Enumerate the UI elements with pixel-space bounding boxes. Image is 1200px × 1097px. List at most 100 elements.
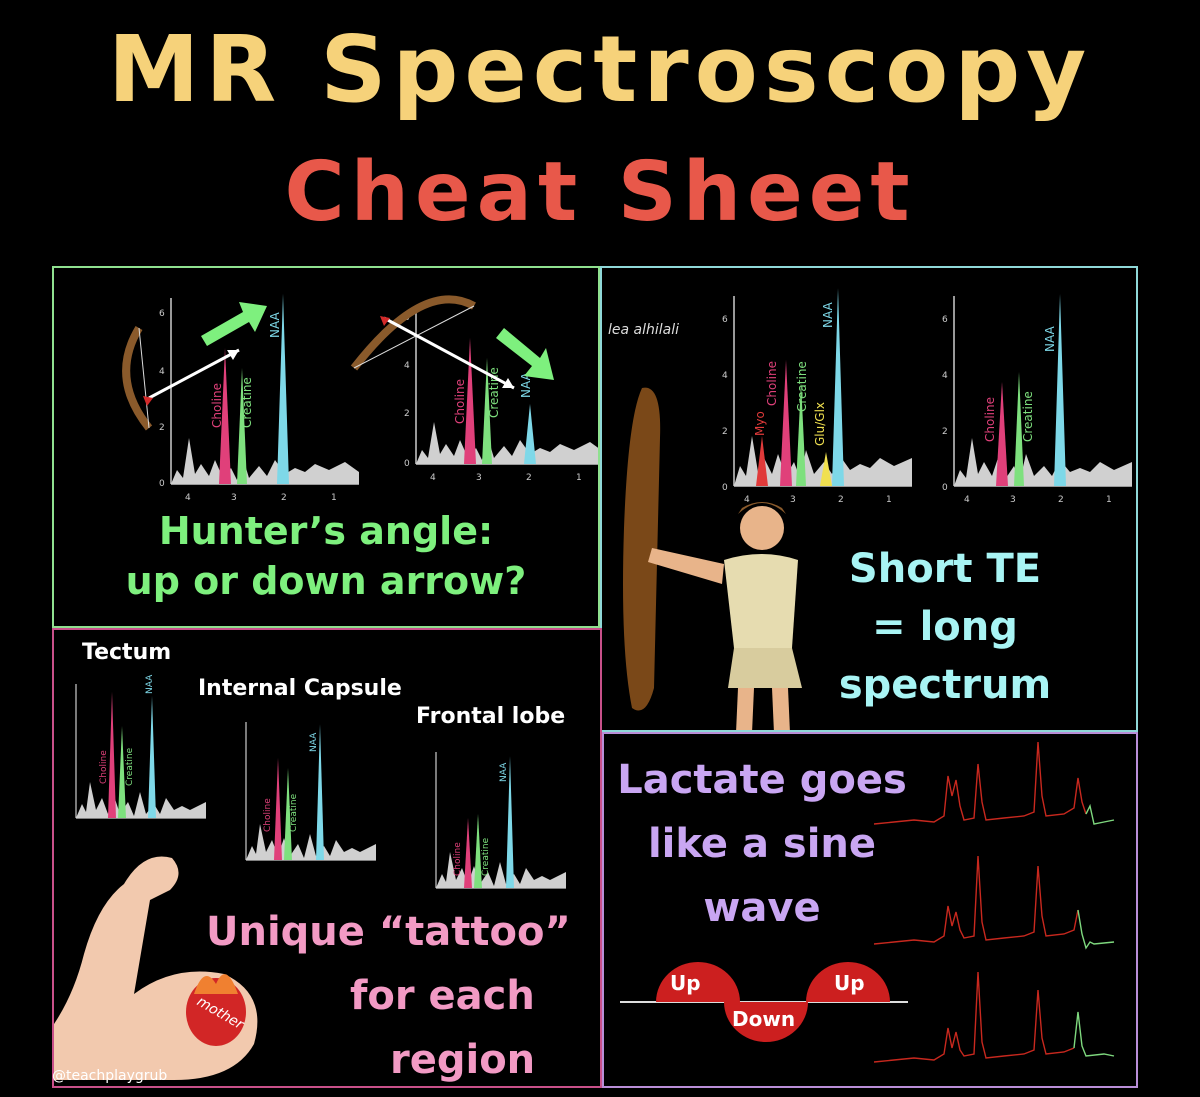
flexed-arm: mother — [54, 856, 258, 1080]
svg-text:Choline: Choline — [263, 798, 273, 832]
lactate-text-line-3: wave — [703, 885, 821, 931]
spectrum-down-naa-label: NAA — [519, 371, 533, 398]
svg-text:0: 0 — [159, 479, 165, 489]
lactate-text-line-1: Lactate goes — [617, 757, 907, 803]
hunter-text: Hunter’s angle: up or down arrow? — [54, 506, 598, 606]
spectrum-down: Choline Creatine NAA 6 4 2 0 4 3 2 1 — [350, 295, 598, 483]
svg-text:6: 6 — [942, 315, 948, 325]
svg-text:0: 0 — [404, 459, 410, 469]
wave-up-left: Up — [670, 971, 701, 995]
lactate-spectra-graphic — [874, 741, 1115, 1063]
svg-text:1: 1 — [1106, 495, 1112, 505]
svg-text:0: 0 — [942, 483, 948, 493]
svg-text:NAA: NAA — [145, 674, 155, 694]
tattoo-text-line-1: Unique “tattoo” — [206, 909, 571, 955]
spectrum-up-creatine-label: Creatine — [240, 377, 254, 428]
author-logo: lea alhilali — [608, 322, 679, 338]
svg-text:Choline: Choline — [453, 842, 463, 876]
lactate-text: Lactate goes like a sine wave — [604, 748, 920, 940]
tattoo-text-line-3: region — [390, 1037, 536, 1083]
svg-text:0: 0 — [722, 483, 728, 493]
svg-text:3: 3 — [476, 473, 482, 483]
title-line-2: Cheat Sheet — [284, 145, 916, 240]
short-te-text: Short TE = long spectrum — [810, 540, 1080, 714]
short-te-text-line-3: spectrum — [838, 662, 1052, 708]
svg-text:Creatine: Creatine — [125, 747, 135, 786]
panel-hunter — [52, 266, 600, 628]
svg-text:3: 3 — [231, 493, 237, 503]
spectrum-up-choline-label: Choline — [210, 383, 224, 428]
spectrum-down-choline-label: Choline — [453, 379, 467, 424]
svg-text:6: 6 — [159, 309, 165, 319]
panel-lactate — [602, 732, 1138, 1088]
svg-text:2: 2 — [942, 427, 948, 437]
svg-text:4: 4 — [159, 367, 165, 377]
spectrum-short-te: Myo Choline Creatine Glu/Glx NAA 6 4 2 0… — [722, 288, 912, 505]
credit-handle: @teachplaygrub — [52, 1068, 168, 1084]
svg-text:NAA: NAA — [309, 732, 319, 752]
spectrum-short-te-creatine-label: Creatine — [795, 361, 809, 412]
spectrum-short-te-glu-label: Glu/Glx — [813, 402, 827, 446]
lactate-text-line-2: like a sine — [647, 821, 877, 867]
wave-down: Down — [732, 1007, 795, 1031]
svg-text:NAA: NAA — [499, 762, 509, 782]
short-te-text-line-1: Short TE — [848, 546, 1042, 592]
lactate-spectrum-1 — [874, 741, 1115, 825]
spectrum-long-te-naa-label: NAA — [1043, 325, 1057, 352]
hunter-spectra-graphic: Choline Creatine NAA 6 4 2 0 4 3 2 1 Cho… — [122, 294, 598, 503]
lactate-spectrum-2 — [874, 855, 1115, 950]
svg-text:1: 1 — [886, 495, 892, 505]
svg-text:2: 2 — [722, 427, 728, 437]
svg-text:2: 2 — [838, 495, 844, 505]
spectrum-up: Choline Creatine NAA 6 4 2 0 4 3 2 1 — [122, 294, 359, 503]
svg-text:3: 3 — [790, 495, 796, 505]
spectrum-frontal-lobe: Choline Creatine NAA — [435, 752, 566, 889]
svg-text:2: 2 — [526, 473, 532, 483]
label-tectum: Tectum — [82, 640, 172, 665]
spectrum-long-te-creatine-label: Creatine — [1021, 391, 1035, 442]
sine-wave-graphic: Up Down Up — [620, 962, 908, 1042]
svg-text:3: 3 — [1010, 495, 1016, 505]
svg-text:4: 4 — [185, 493, 191, 503]
wave-up-right: Up — [834, 971, 865, 995]
hunter-text-line-1: Hunter’s angle: — [158, 509, 494, 553]
label-internal-capsule: Internal Capsule — [198, 676, 402, 701]
spectrum-internal-capsule: Choline Creatine NAA — [245, 722, 376, 861]
title-line-1: MR Spectroscopy — [107, 16, 1093, 123]
svg-text:Choline: Choline — [99, 750, 109, 784]
svg-text:2: 2 — [159, 423, 165, 433]
spectrum-tectum: Choline Creatine NAA — [75, 674, 206, 819]
panel-short-te — [600, 266, 1138, 732]
spectrum-short-te-myo-label: Myo — [753, 411, 767, 436]
svg-text:2: 2 — [404, 409, 410, 419]
spectrum-short-te-naa-label: NAA — [821, 301, 835, 328]
svg-text:lea alhilali: lea alhilali — [608, 322, 679, 338]
svg-text:4: 4 — [430, 473, 436, 483]
svg-text:4: 4 — [964, 495, 970, 505]
svg-text:4: 4 — [722, 371, 728, 381]
spectrum-short-te-choline-label: Choline — [765, 361, 779, 406]
svg-text:4: 4 — [744, 495, 750, 505]
spectrum-up-naa-label: NAA — [268, 311, 282, 338]
tattoo-spectra-graphic: Choline Creatine NAA Choline Creatine NA… — [54, 674, 566, 1080]
spectrum-long-te: Choline Creatine NAA 6 4 2 0 4 3 2 1 — [942, 294, 1132, 505]
tattoo-text-line-2: for each — [350, 973, 535, 1019]
svg-text:4: 4 — [942, 371, 948, 381]
svg-text:Creatine: Creatine — [289, 793, 299, 832]
svg-text:4: 4 — [404, 361, 410, 371]
svg-text:1: 1 — [576, 473, 582, 483]
caveman-figure — [648, 502, 802, 730]
svg-text:1: 1 — [331, 493, 337, 503]
hunter-text-line-2: up or down arrow? — [125, 559, 527, 603]
svg-text:2: 2 — [1058, 495, 1064, 505]
label-frontal-lobe: Frontal lobe — [416, 704, 566, 729]
lactate-spectrum-3 — [874, 971, 1115, 1063]
tattoo-text: Unique “tattoo” for each region — [200, 900, 600, 1092]
svg-text:6: 6 — [722, 315, 728, 325]
svg-text:2: 2 — [281, 493, 287, 503]
short-te-graphic: lea alhilali Myo Choline Creatine Glu/Gl… — [608, 288, 1132, 730]
panel-tattoo — [52, 628, 602, 1088]
short-te-text-line-2: = long — [872, 604, 1018, 650]
svg-text:Creatine: Creatine — [481, 837, 491, 876]
spectrum-long-te-choline-label: Choline — [983, 397, 997, 442]
